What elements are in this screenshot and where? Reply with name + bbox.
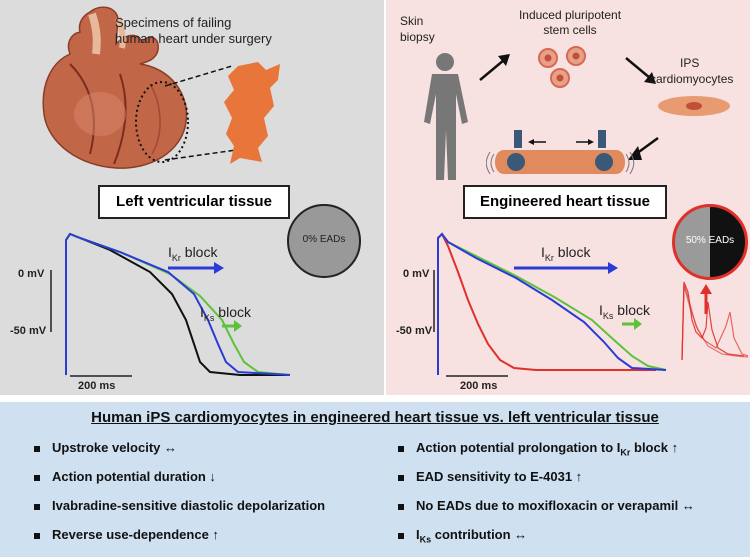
ips-cm-line1: IPS (680, 56, 700, 70)
right-scale-bar-label: 200 ms (460, 380, 498, 392)
right-iks-arrow-icon (622, 318, 642, 330)
finding-ikr-prolongation: Action potential prolongation to IKr blo… (398, 440, 678, 461)
arrow-to-eht-icon (628, 136, 659, 160)
tissue-specimen (224, 62, 280, 164)
specimen-caption-line2: human heart under surgery (115, 31, 272, 46)
left-trace-ikr-block (65, 232, 291, 376)
right-ikr-block-label: IKr block (541, 244, 591, 263)
left-action-potential-plot (50, 232, 291, 377)
left-ylabel-0mv: 0 mV (18, 268, 45, 280)
ipsc-line2: stem cells (543, 23, 597, 37)
left-iks-block-label: IKs block (200, 304, 251, 323)
finding-ead-sensitivity: EAD sensitivity to E-4031 ↑ (398, 469, 582, 485)
workflow-arrows (479, 54, 659, 160)
ips-cm-line2: cardiomyocytes (650, 72, 734, 86)
finding-ivabradine: Ivabradine-sensitive diastolic depolariz… (34, 498, 325, 514)
right-tissue-label: Engineered heart tissue (463, 185, 667, 219)
right-ead-label: 50% EADs (685, 235, 735, 246)
right-iks-block-label: IKs block (599, 302, 650, 321)
stem-cells-illustration (538, 46, 586, 88)
finding-reverse-use-dependence: Reverse use-dependence ↑ (34, 527, 219, 543)
left-scale-bar-label: 200 ms (78, 380, 116, 392)
skin-biopsy-line2: biopsy (400, 30, 435, 44)
left-ikr-block-label: IKr block (168, 244, 218, 263)
zoom-lines (164, 65, 237, 161)
summary-panel (0, 402, 750, 557)
finding-no-eads: No EADs due to moxifloxacin or verapamil… (398, 498, 695, 514)
left-tissue-label: Left ventricular tissue (98, 185, 290, 219)
right-action-potential-plot (433, 232, 749, 377)
finding-upstroke-velocity: Upstroke velocity ↔ (34, 440, 177, 456)
right-trace-ikr-block (437, 232, 667, 375)
ipsc-line1: Induced pluripotent (518, 8, 622, 22)
ead-pointer-arrow-icon (700, 284, 712, 314)
right-ikr-arrow-icon (514, 262, 618, 274)
left-ikr-arrow-icon (168, 262, 224, 274)
arrow-to-ipsc-icon (479, 54, 510, 81)
ead-traces (681, 281, 749, 361)
left-iks-arrow-icon (222, 320, 242, 332)
heart-illustration (42, 6, 189, 169)
left-ead-label: 0% EADs (302, 234, 346, 245)
left-ead-circle (287, 204, 361, 278)
specimen-caption-line1: Specimens of failing (115, 15, 232, 30)
cardiomyocyte-illustration (658, 96, 730, 116)
right-ylabel-minus50mv: -50 mV (396, 325, 433, 337)
right-ead-circle (672, 204, 748, 280)
right-ylabel-0mv: 0 mV (403, 268, 430, 280)
summary-title: Human iPS cardiomyocytes in engineered h… (91, 409, 659, 426)
arrow-to-cardiomyocytes-icon (625, 57, 656, 84)
finding-ap-duration: Action potential duration ↓ (34, 469, 216, 485)
left-ylabel-minus50mv: -50 mV (10, 325, 47, 337)
eht-strip-illustration (486, 130, 635, 175)
person-silhouette-icon (424, 53, 468, 180)
finding-iks-contribution: IKs contribution ↔ (398, 527, 527, 548)
skin-biopsy-line1: Skin (400, 14, 424, 28)
